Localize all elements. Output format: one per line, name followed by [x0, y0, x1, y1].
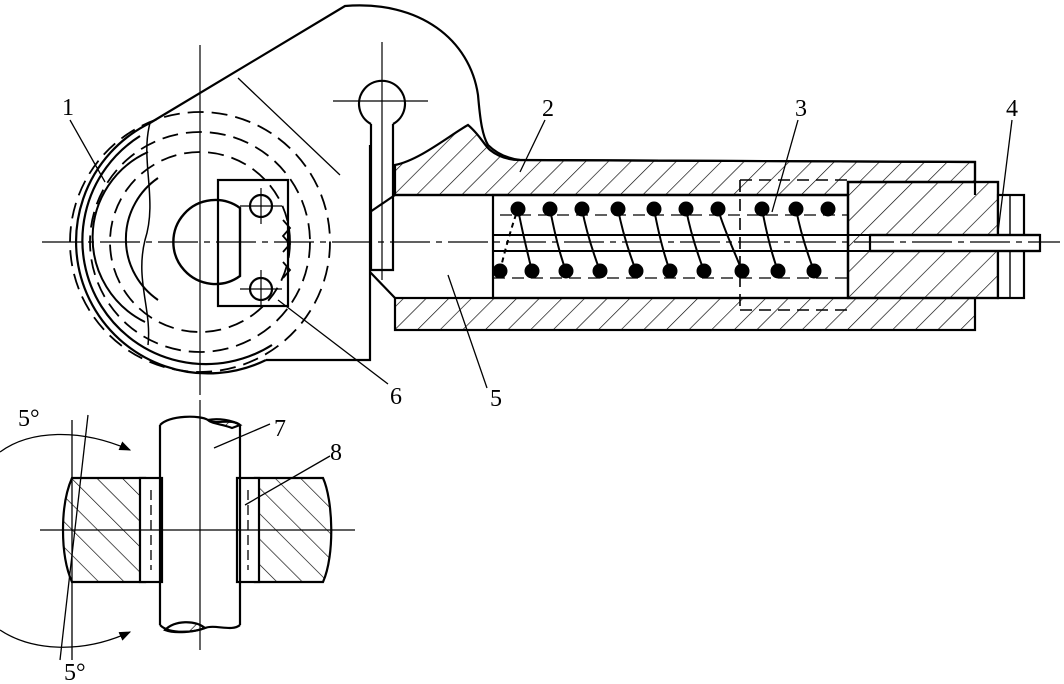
label-angle-bottom: 5°	[64, 660, 86, 684]
locking-block	[216, 178, 292, 308]
centerlines-upper	[42, 45, 1060, 395]
label-part-4: 4	[1006, 96, 1018, 122]
pin-hole	[333, 42, 428, 280]
label-part-7: 7	[274, 416, 286, 442]
label-part-3: 3	[795, 96, 807, 122]
worm-wheel-rings	[69, 77, 341, 373]
label-part-5: 5	[490, 386, 502, 412]
spring-coils	[492, 201, 848, 279]
label-angle-top: 5°	[18, 406, 40, 432]
label-part-1: 1	[62, 95, 74, 121]
label-part-8: 8	[330, 440, 342, 466]
label-part-2: 2	[542, 96, 554, 122]
label-part-6: 6	[390, 384, 402, 410]
section-view	[0, 400, 355, 661]
bore	[491, 179, 850, 311]
lever-body	[75, 4, 977, 375]
leader-lines	[69, 119, 1013, 506]
end-plug	[846, 180, 1042, 300]
